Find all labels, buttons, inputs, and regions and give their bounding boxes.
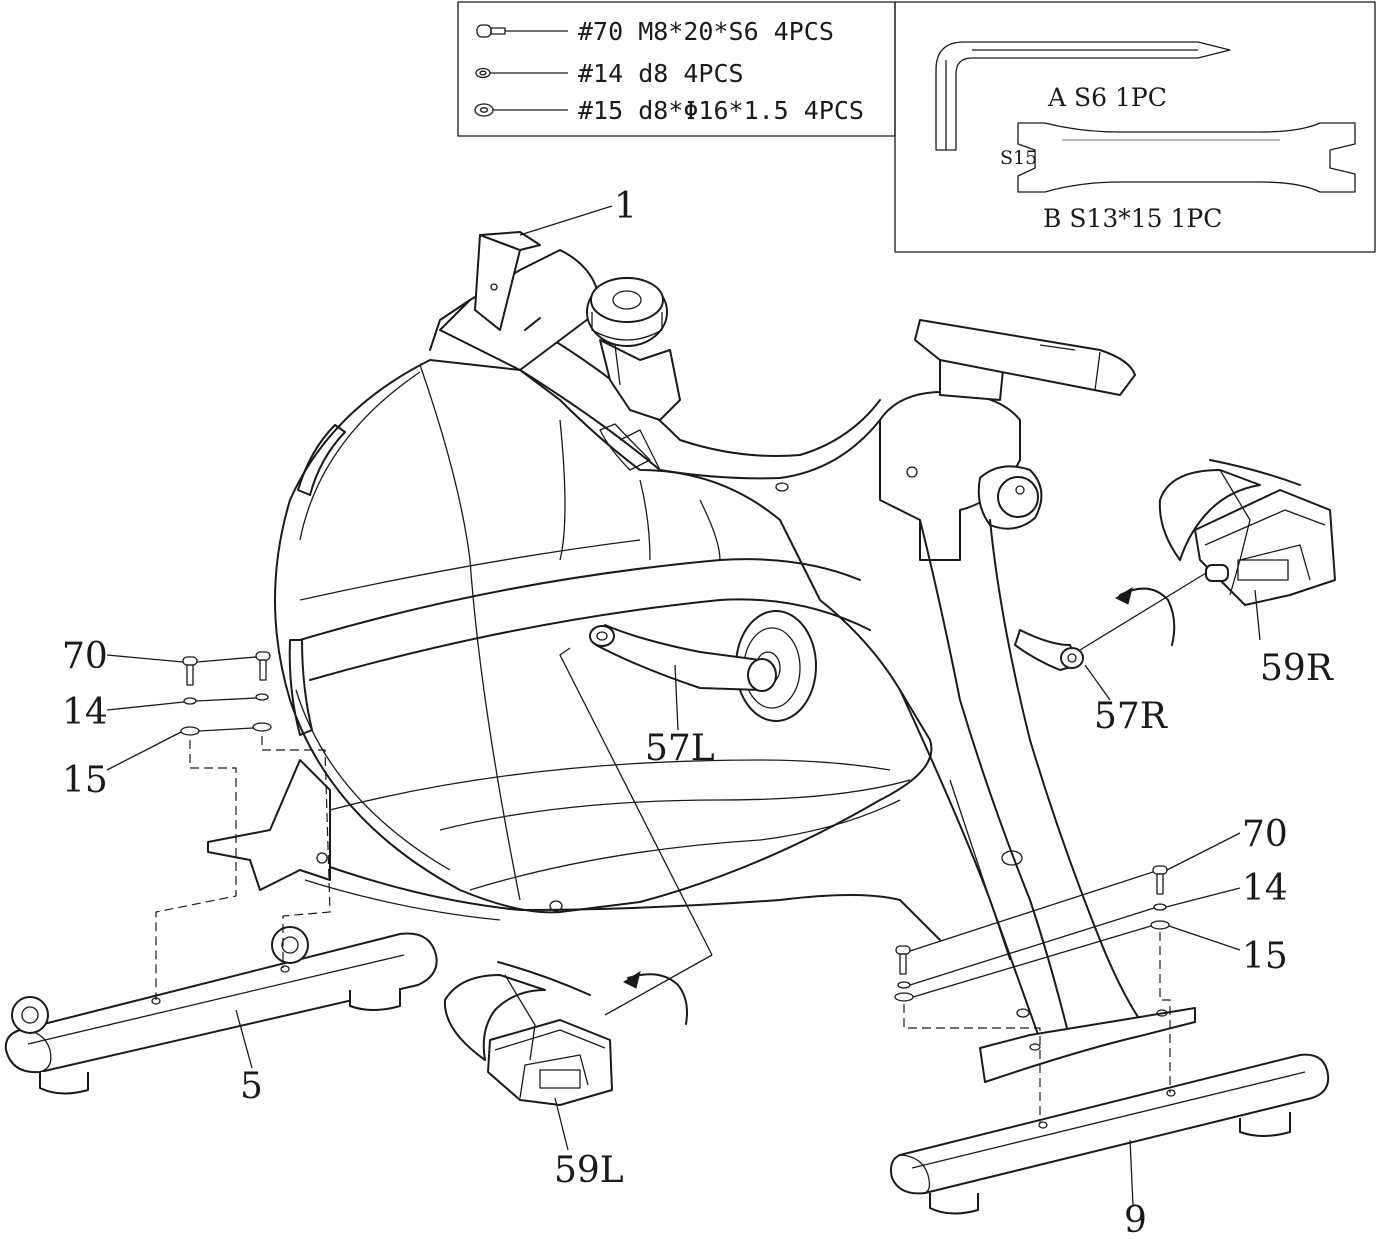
hardware-list-box: #70 M8*20*S6 4PCS #14 d8 4PCS #15 d8*Φ16… <box>457 1 1376 253</box>
rotation-arrow-right <box>1114 586 1176 646</box>
tool-a-label: A S6 1PC <box>1047 83 1167 112</box>
callout-70-right: 70 <box>1242 814 1288 855</box>
callout-9: 9 <box>1124 1200 1147 1239</box>
callout-59r: 59R <box>1260 648 1334 689</box>
pedal-right <box>1079 459 1336 651</box>
pedal-left <box>443 954 713 1106</box>
front-stabilizer <box>4 926 438 1095</box>
callout-15-right: 15 <box>1242 936 1288 977</box>
wrench-size-mark: S15 <box>1000 147 1037 169</box>
tool-b-label: B S13*15 1PC <box>1043 204 1222 233</box>
seat-adjust-knob <box>977 465 1043 530</box>
bolt-icon <box>476 24 568 38</box>
callout-14-right: 14 <box>1242 868 1288 909</box>
tension-knob <box>586 277 681 421</box>
bike-frame-drawing <box>207 231 1196 1083</box>
callout-59l: 59L <box>554 1150 624 1191</box>
flat-washer-icon <box>474 103 568 117</box>
hardware-left <box>155 651 331 1000</box>
rear-stabilizer <box>890 1053 1330 1215</box>
callout-leader-lines <box>106 205 1261 1206</box>
callout-57r: 57R <box>1094 696 1168 737</box>
callout-1: 1 <box>614 186 637 227</box>
callout-5: 5 <box>240 1066 263 1107</box>
parts-line-flat-washer: #15 d8*Φ16*1.5 4PCS <box>578 96 864 125</box>
parts-line-bolt: #70 M8*20*S6 4PCS <box>578 17 834 46</box>
callout-15-left: 15 <box>62 760 108 801</box>
rotation-arrow-left <box>622 970 688 1025</box>
crank-arm-left <box>589 624 777 692</box>
callout-57l: 57L <box>645 728 715 769</box>
callout-14-left: 14 <box>62 692 108 733</box>
callout-70-left: 70 <box>62 636 108 677</box>
crank-arm-right <box>1014 629 1084 671</box>
wrench-icon <box>1017 122 1356 193</box>
parts-line-spring-washer: #14 d8 4PCS <box>578 59 744 88</box>
hex-key-icon <box>935 41 1231 151</box>
spring-washer-icon <box>475 67 568 79</box>
